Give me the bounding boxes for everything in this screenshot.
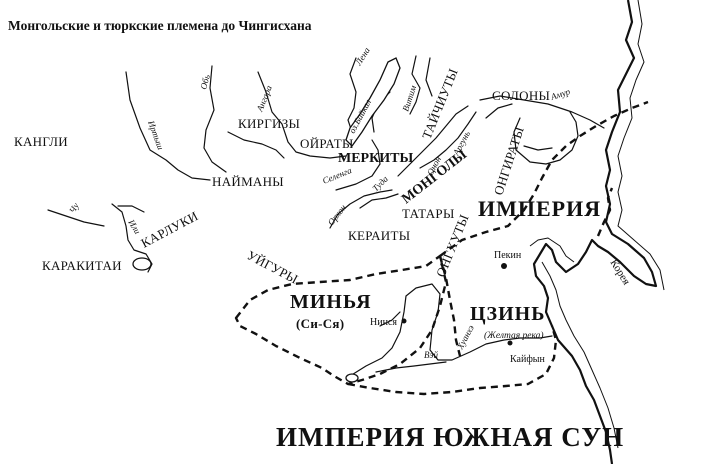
lake-baikal (345, 57, 401, 148)
river-vei: Вэй (424, 350, 438, 360)
city-marker-ninsya (401, 318, 407, 324)
region-korea: Корея (607, 257, 632, 287)
label-south-song: ИМПЕРИЯ ЮЖНАЯ СУН (276, 422, 624, 452)
cities (401, 263, 513, 346)
city-marker-pekin (501, 263, 507, 269)
label-uigury: УЙГУРЫ (245, 247, 301, 286)
river-argun: Аргунь (450, 129, 472, 158)
lake-kokonor (345, 373, 359, 383)
river-selenga: Селенга (321, 165, 353, 186)
river-yellow: (Желтая река) (484, 330, 544, 341)
label-oiraty: ОЙРАТЫ (300, 136, 354, 151)
river-amur: Амур (549, 86, 572, 102)
label-minya-alt: (Си-Ся) (296, 316, 344, 331)
city-pekin: Пекин (494, 250, 522, 261)
label-onggiraty: ОНГИРАТЫ (491, 125, 527, 197)
label-merkity: МЕРКИТЫ (338, 151, 413, 166)
river-orkhon: Орхон (326, 202, 349, 227)
label-kangli: КАНГЛИ (14, 134, 68, 149)
river-ili: Или (126, 217, 143, 236)
city-marker-kaifyn (507, 340, 513, 346)
river-vitim: Витим (400, 84, 418, 113)
label-solony: СОЛОНЫ (492, 88, 550, 103)
coastline (529, 0, 665, 464)
label-ongkhuty: ОНГХУТЫ (433, 212, 472, 279)
label-taichiuty: ТАЙЧИУТЫ (419, 66, 461, 141)
map-title: Монгольские и тюркские племена до Чингис… (8, 18, 312, 33)
label-naimany: НАЙМАНЫ (212, 174, 284, 189)
label-tatary: ТАТАРЫ (402, 206, 455, 221)
label-tszin: ЦЗИНЬ (470, 303, 545, 325)
label-keraity: КЕРАИТЫ (348, 228, 410, 243)
label-imperia: ИМПЕРИЯ (478, 196, 601, 221)
borders (234, 100, 649, 396)
river-ob: Обь (198, 73, 212, 90)
rivers (47, 55, 605, 377)
lake-balkhash (132, 257, 152, 271)
river-chu: Чу (67, 201, 81, 215)
label-karakitai: КАРАКИТАИ (42, 258, 122, 273)
river-lena: Лена (353, 45, 372, 68)
label-minya: МИНЬЯ (290, 291, 372, 313)
river-huanghe: Хуанхэ (454, 323, 476, 352)
label-karluki: КАРЛУКИ (138, 208, 200, 251)
city-kaifyn: Кайфын (510, 354, 546, 365)
city-ninsya: Нинся (370, 317, 397, 328)
label-kirgizy: КИРГИЗЫ (238, 116, 300, 131)
